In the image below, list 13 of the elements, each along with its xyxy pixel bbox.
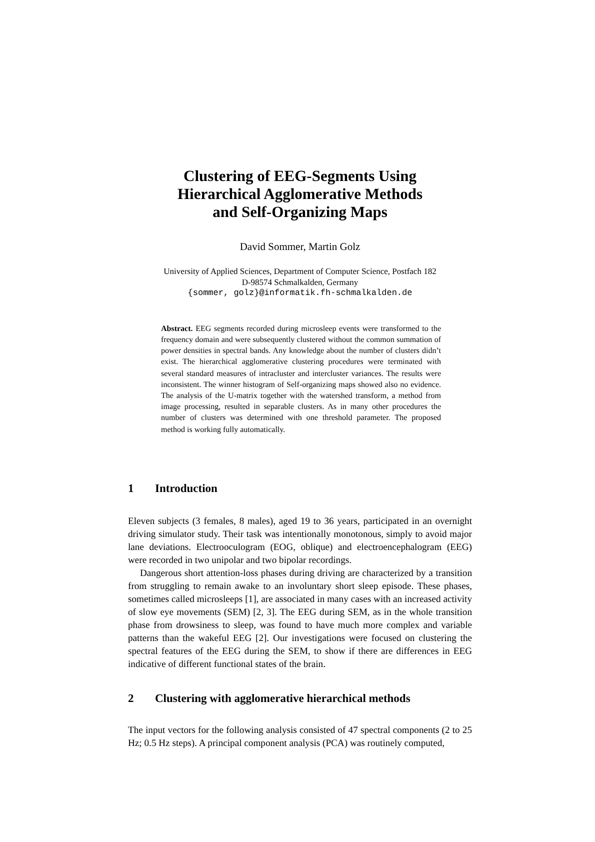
author-names: David Sommer, Martin Golz [238,241,362,255]
email-address: {sommer, golz}@informatik.fh-schmalkalden.de [186,288,414,299]
abstract-paragraph: Abstract. EEG segments recorded during microsleep events were transformed to the frequency domain and were subsequently clustered without the common summation of power densities in spectral bands. Any knowledge about the number of clusters didn’t exist. The hierarchical agglomerative clustering procedures were terminated with several standard measures of intracluster and intercluster variances. The results were inconsistent. The winner histogram of Self-organizing maps showed also no evidence. The analysis of the U-matrix together with the watershed transform, a method from image processing, resulted in separable clusters. As in many other procedures the number of clusters was determined with one threshold parameter. The proposed method is working fully automatically. [161,322,441,435]
body-paragraph: Dangerous short attention-loss phases during driving are characterized by a transition from struggling to remain awake to an involuntary short sleep episode. These phases, sometimes called microsleeps [1], are associated in many cases with an increased activity of slow eye movements (SEM) [2, 3]. The EEG during SEM, as in the whole transition phase from drowsiness to sleep, was found to have much more complex and variable patterns than the wakeful EEG [2]. Our investigations were focused on clustering the spectral features of the EEG during the SEM, to show if there are differences in EEG indicative of different functional states of the brain. [128,567,472,672]
section-heading: Clustering with agglomerative hierarchical methods [155,692,412,708]
body-paragraph: Eleven subjects (3 females, 8 males), aged 19 to 36 years, participated in an overnight driving simulator study. Their task was intentionally monotonous, simply to avoid major lane deviations. Electrooculogram (EOG, oblique) and electroencephalogram (EEG) were recorded in two unipolar and two bipolar recordings. [128,515,472,568]
section-heading: Introduction [155,482,218,497]
section-number: 2 [128,692,135,708]
affiliation-text: University of Applied Sciences, Department of Computer Science, Postfach 182 [162,266,438,277]
section-number: 1 [128,482,135,497]
paper-title: Clustering of EEG-Segments Using Hierarchical Agglomerative Methods and Self-Organizing Maps [176,168,424,222]
address-text: D-98574 Schmalkalden, Germany [240,276,360,288]
body-paragraph: The input vectors for the following analysis consisted of 47 spectral components (2 to 25 Hz; 0.5 Hz steps). A principal component analysis (PCA) was routinely computed, [128,724,472,750]
